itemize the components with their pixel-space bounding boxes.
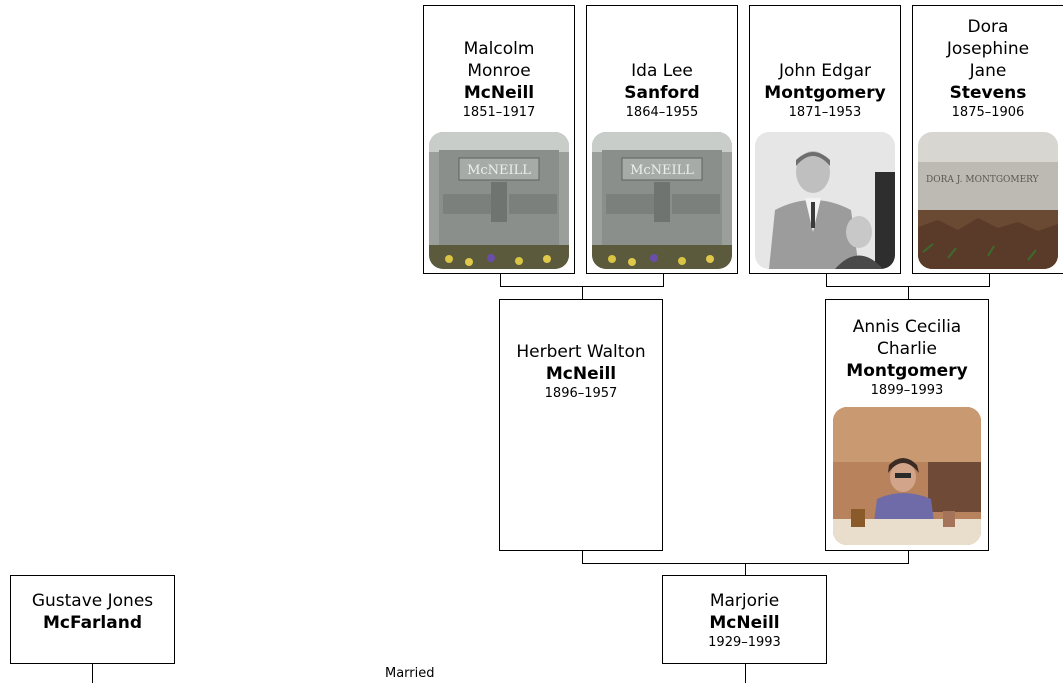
given-name: Ida Lee <box>631 61 693 81</box>
person-card-dora-stevens[interactable]: Dora Josephine Jane Stevens 1875–1906 DO… <box>912 5 1063 274</box>
gravestone-photo: McNEILL <box>429 132 569 269</box>
stone-inscription: McNEILL <box>630 163 694 178</box>
given-name: Gustave Jones <box>31 591 154 611</box>
connector-line <box>92 663 93 683</box>
stone-inscription: McNEILL <box>467 163 531 178</box>
connector-line <box>500 273 501 286</box>
connector-line <box>582 550 583 563</box>
surname: McFarland <box>42 613 143 633</box>
given-name: John Edgar <box>778 61 872 81</box>
person-card-herbert-mcneill[interactable]: Herbert Walton McNeill 1896–1957 <box>499 299 663 551</box>
surname: Sanford <box>624 83 700 103</box>
connector-line <box>745 563 746 575</box>
given-name: Dora Josephine Jane <box>946 17 1030 81</box>
person-card-gustave-mcfarland[interactable]: Gustave Jones McFarland <box>10 575 175 664</box>
connector-line <box>582 286 583 300</box>
life-dates: 1851–1917 <box>462 105 536 120</box>
surname: McNeill <box>463 83 535 103</box>
person-card-annis-montgomery[interactable]: Annis Cecilia Charlie Montgomery 1899–19… <box>825 299 989 551</box>
given-name: Herbert Walton <box>516 342 646 362</box>
person-card-marjorie-mcneill[interactable]: Marjorie McNeill 1929–1993 <box>662 575 827 664</box>
life-dates: 1875–1906 <box>951 105 1025 120</box>
connector-line <box>663 273 664 286</box>
stone-inscription: DORA J. MONTGOMERY <box>926 175 1040 185</box>
surname: McNeill <box>545 364 617 384</box>
married-label: Married <box>385 666 435 681</box>
connector-line <box>989 273 990 286</box>
portrait-photo <box>833 407 981 545</box>
given-name: Annis Cecilia Charlie <box>852 317 962 359</box>
life-dates: 1896–1957 <box>544 386 618 401</box>
person-card-john-montgomery[interactable]: John Edgar Montgomery 1871–1953 <box>749 5 901 274</box>
surname: McNeill <box>709 613 780 633</box>
life-dates: 1899–1993 <box>870 383 944 398</box>
surname: Montgomery <box>846 361 968 381</box>
person-card-ida-sanford[interactable]: Ida Lee Sanford 1864–1955 McNEILL <box>586 5 738 274</box>
gravestone-photo: McNEILL <box>592 132 732 269</box>
gravestone-photo: DORA J. MONTGOMERY <box>918 132 1058 269</box>
person-card-malcolm-mcneill[interactable]: Malcolm Monroe McNeill 1851–1917 McNEILL <box>423 5 575 274</box>
connector-line <box>908 550 909 563</box>
connector-line <box>745 663 746 683</box>
connector-line <box>826 273 827 286</box>
surname: Montgomery <box>764 83 886 103</box>
life-dates: 1929–1993 <box>708 635 781 650</box>
given-name: Marjorie <box>709 591 780 611</box>
life-dates: 1871–1953 <box>788 105 862 120</box>
given-name: Malcolm Monroe <box>463 39 535 81</box>
connector-line <box>908 286 909 300</box>
life-dates: 1864–1955 <box>625 105 699 120</box>
surname: Stevens <box>949 83 1027 103</box>
portrait-photo <box>755 132 895 269</box>
